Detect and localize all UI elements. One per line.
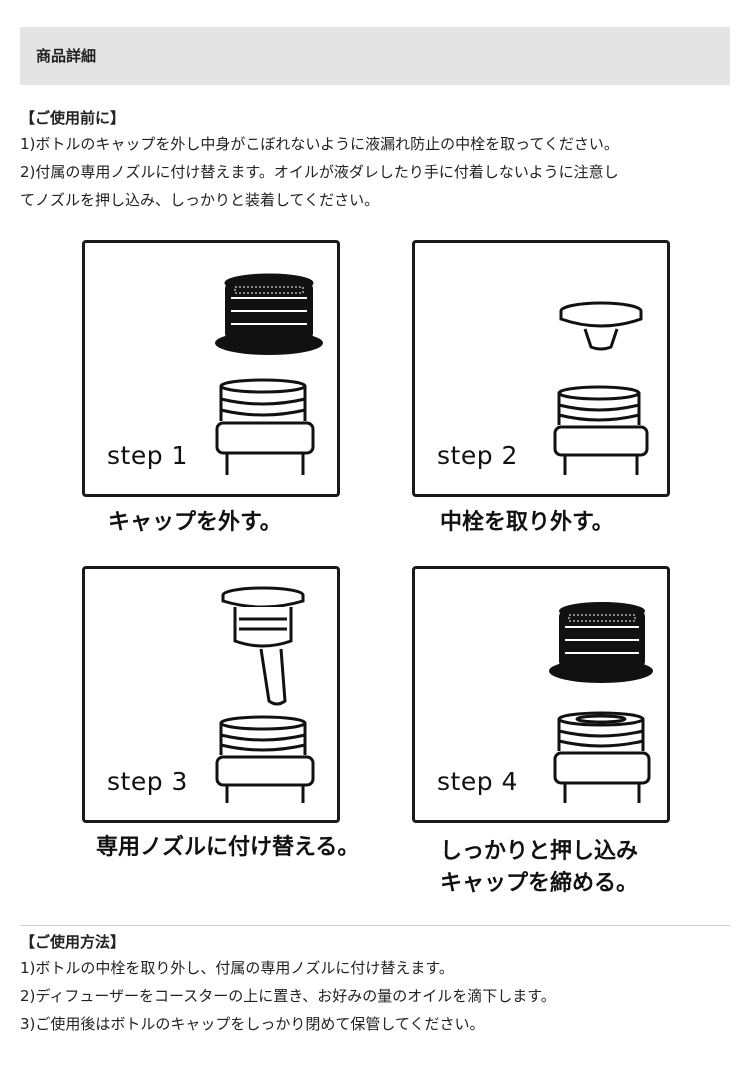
- section-title: 商品詳細: [36, 47, 97, 65]
- step-2-caption: 中栓を取り外す。: [440, 507, 614, 539]
- before-use-line: 2)付属の専用ノズルに付け替えます。オイルが液ダレしたり手に付着しないように注意…: [20, 163, 619, 181]
- step-4-caption-line: しっかりと押し込み: [440, 839, 639, 864]
- step-4-panel: step 4: [412, 566, 670, 823]
- step-3-panel: step 3: [82, 566, 340, 823]
- step-3-caption: 専用ノズルに付け替える。: [96, 832, 359, 864]
- bottle-neck-icon: [215, 715, 315, 803]
- how-to-use-line: 3)ご使用後はボトルのキャップをしっかり閉めて保管してください。: [20, 1015, 485, 1033]
- step-1-panel: step 1: [82, 240, 340, 497]
- step-2-label: step 2: [437, 441, 518, 470]
- step-1-label: step 1: [107, 441, 188, 470]
- bottle-neck-icon: [553, 385, 649, 475]
- section-divider: [20, 925, 730, 926]
- how-to-use-section: 【ご使用方法】 1)ボトルの中栓を取り外し、付属の専用ノズルに付け替えます。 2…: [20, 930, 735, 1038]
- before-use-section: 【ご使用前に】 1)ボトルのキャップを外し中身がこぼれないように液漏れ防止の中栓…: [20, 106, 735, 214]
- step-4-illustration: [549, 602, 653, 803]
- step-3-caption-line: 専用ノズルに付け替える。: [96, 835, 360, 860]
- step-3-illustration: [215, 586, 315, 803]
- how-to-use-line: 1)ボトルの中栓を取り外し、付属の専用ノズルに付け替えます。: [20, 959, 454, 977]
- step-2-illustration: [553, 301, 649, 475]
- how-to-use-line: 2)ディフューザーをコースターの上に置き、お好みの量のオイルを滴下します。: [20, 987, 556, 1005]
- step-1-caption-line: キャップを外す。: [108, 510, 282, 535]
- section-header: 商品詳細: [20, 27, 730, 85]
- before-use-line: 1)ボトルのキャップを外し中身がこぼれないように液漏れ防止の中栓を取ってください…: [20, 135, 619, 153]
- step-2-caption-line: 中栓を取り外す。: [440, 510, 614, 535]
- step-3-label: step 3: [107, 767, 188, 796]
- step-1-caption: キャップを外す。: [108, 507, 282, 539]
- bottle-neck-icon: [215, 378, 315, 475]
- before-use-line: てノズルを押し込み、しっかりと装着してください。: [20, 191, 380, 209]
- nozzle-icon: [221, 586, 305, 706]
- step-2-panel: step 2: [412, 240, 670, 497]
- step-4-label: step 4: [437, 767, 518, 796]
- step-1-illustration: [215, 273, 323, 475]
- step-4-caption: しっかりと押し込み キャップを締める。: [440, 836, 638, 900]
- bottle-cap-icon: [215, 273, 323, 355]
- before-use-heading: 【ご使用前に】: [20, 109, 126, 127]
- bottle-cap-icon: [549, 602, 653, 683]
- how-to-use-heading: 【ご使用方法】: [20, 933, 126, 951]
- step-4-caption-line: キャップを締める。: [440, 871, 639, 896]
- bottle-neck-icon: [553, 711, 651, 803]
- inner-plug-icon: [559, 301, 643, 351]
